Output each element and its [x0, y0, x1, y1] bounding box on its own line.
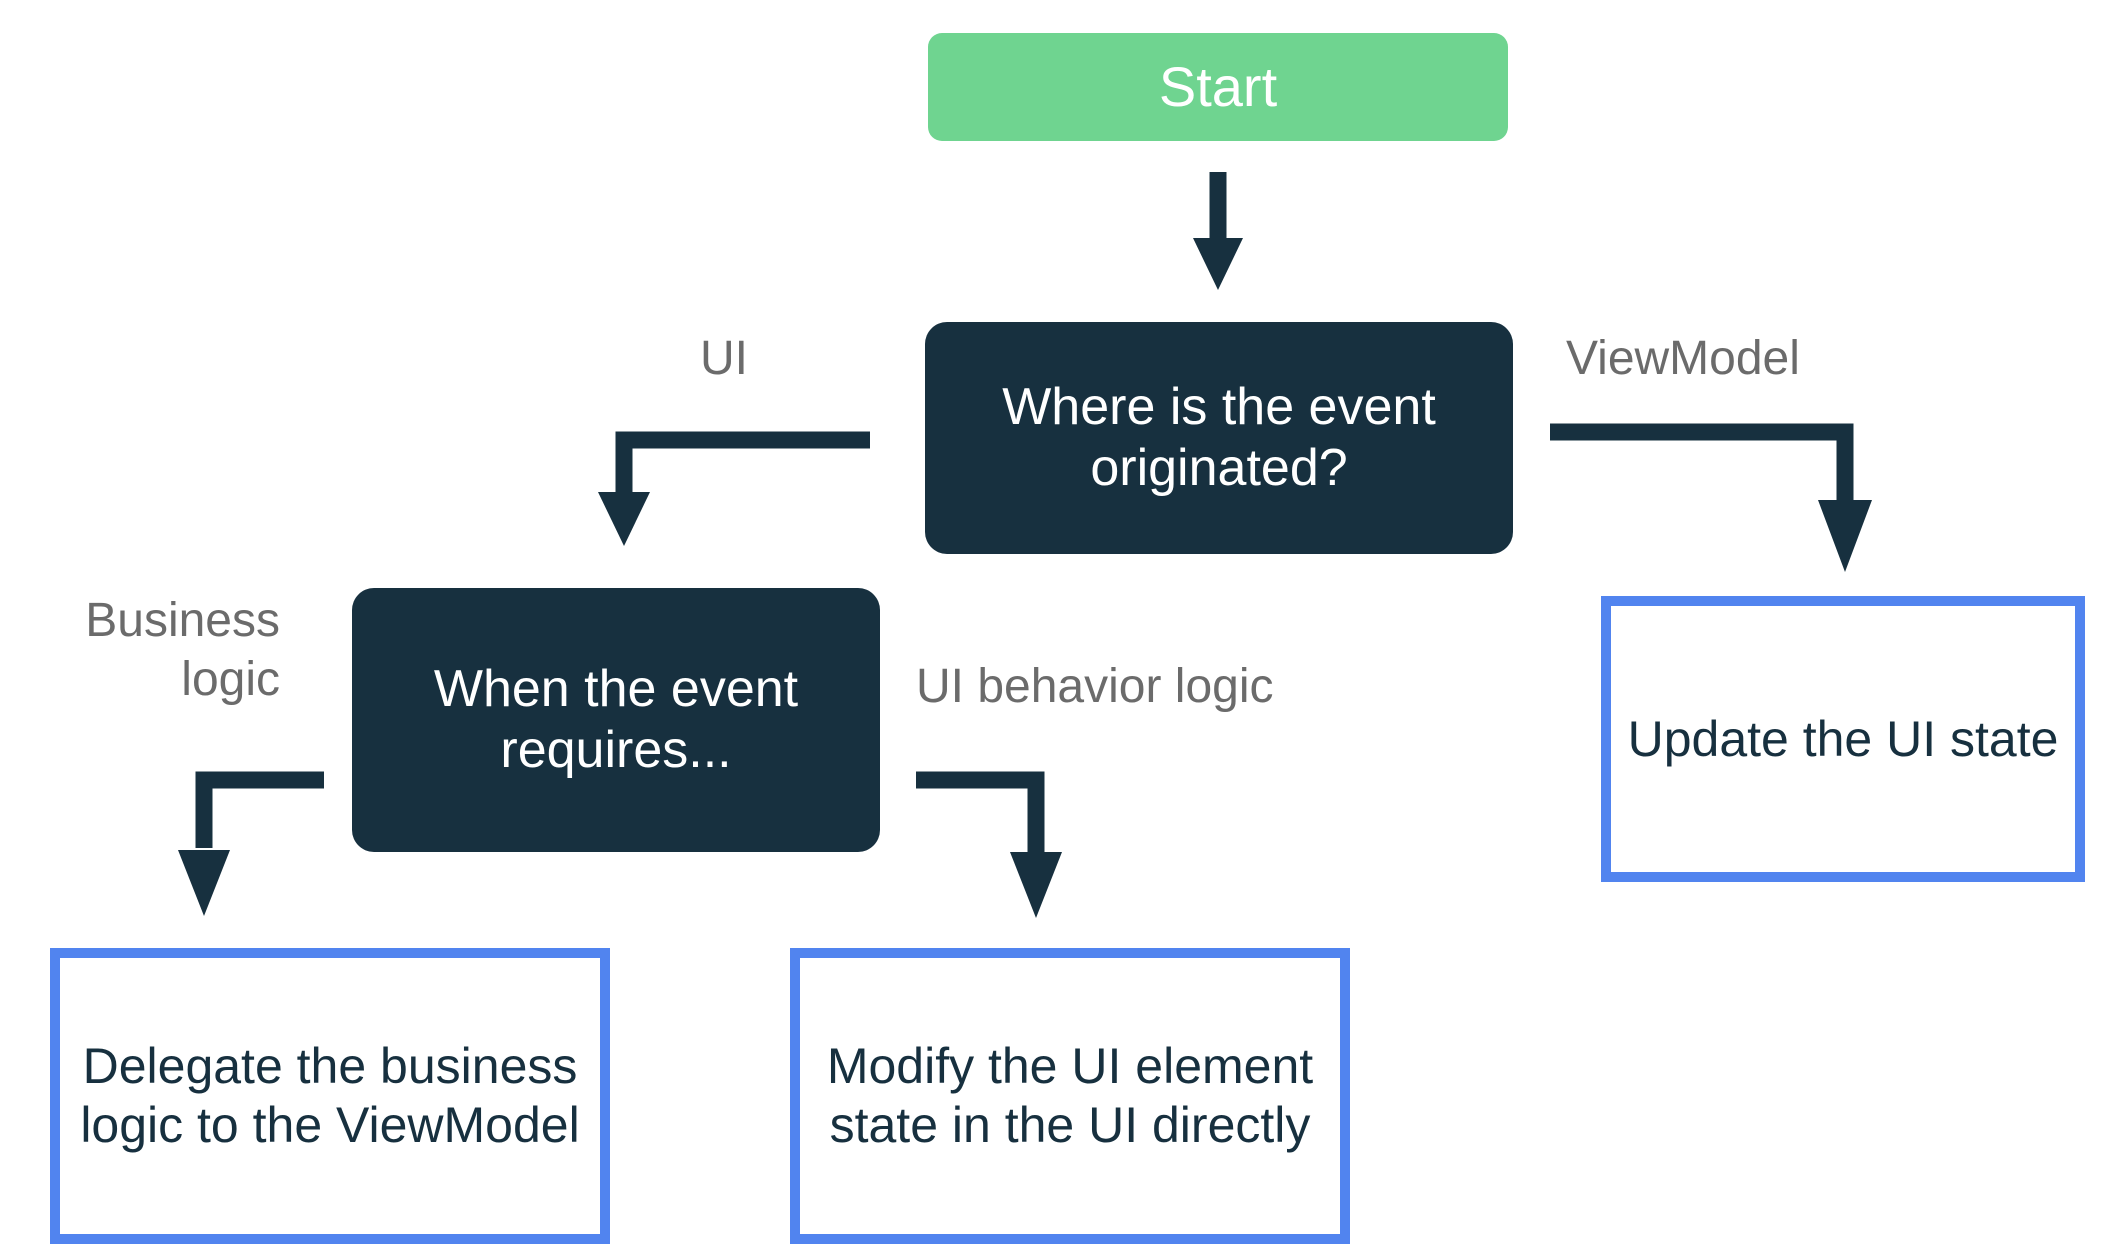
node-modify-ui-element-label: Modify the UI element state in the UI di…: [826, 1038, 1314, 1153]
node-update-ui-state-label: Update the UI state: [1627, 710, 2059, 767]
edge-start-to-decision-origin: [1193, 172, 1243, 290]
node-action-update-ui-state[interactable]: Update the UI state: [1601, 596, 2085, 882]
node-decision-when-event-requires[interactable]: When the event requires...: [352, 588, 880, 852]
edge-decision-origin-to-update-ui-state: [1550, 423, 1872, 572]
edge-label-business-logic: Business logic: [85, 594, 280, 706]
edge-decision-requires-to-delegate-business: [178, 771, 324, 916]
node-decision-where-is-event-originated[interactable]: Where is the event originated?: [925, 322, 1513, 554]
node-start-label: Start: [1158, 54, 1278, 118]
node-decision-requires-label: When the event requires...: [433, 659, 799, 779]
node-start[interactable]: Start: [928, 33, 1508, 141]
edge-label-ui: UI: [700, 332, 748, 385]
edge-label-viewmodel: ViewModel: [1566, 332, 1800, 385]
node-action-modify-ui-element-state[interactable]: Modify the UI element state in the UI di…: [790, 948, 1350, 1244]
edge-decision-origin-to-decision-requires: [598, 431, 870, 546]
edge-decision-requires-to-modify-ui-element: [916, 771, 1062, 918]
node-action-delegate-business-logic[interactable]: Delegate the business logic to the ViewM…: [50, 948, 610, 1244]
edge-label-ui-behavior-logic: UI behavior logic: [916, 660, 1274, 713]
node-decision-origin-label: Where is the event originated?: [1002, 377, 1436, 497]
node-delegate-business-label: Delegate the business logic to the ViewM…: [80, 1038, 580, 1153]
